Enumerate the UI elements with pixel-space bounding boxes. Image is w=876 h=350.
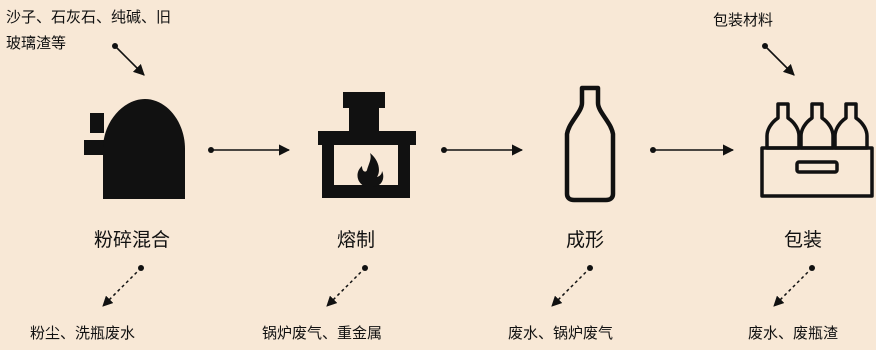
stage-label-forming: 成形	[566, 229, 605, 251]
raw-materials-input-arrow	[112, 43, 145, 76]
flow-arrow-1	[208, 144, 291, 156]
output-label-forming: 废水、锅炉废气	[508, 324, 614, 342]
output-arrow-melting	[326, 265, 368, 307]
flow-arrow-3	[650, 144, 735, 156]
crusher-icon	[84, 99, 185, 199]
packaging-materials-label: 包装材料	[713, 11, 774, 29]
bottle-crate-icon	[760, 102, 874, 198]
output-arrow-packaging	[773, 265, 815, 307]
output-arrow-forming	[551, 265, 593, 307]
output-label-melting: 锅炉废气、重金属	[262, 324, 383, 342]
raw-materials-label-line2: 玻璃渣等	[6, 34, 67, 52]
output-label-packaging: 废水、废瓶渣	[748, 324, 839, 342]
flow-arrow-2	[441, 144, 524, 156]
stage-label-melting: 熔制	[337, 229, 376, 251]
output-arrow-crushing	[102, 265, 144, 307]
output-label-crushing: 粉尘、洗瓶废水	[30, 324, 136, 342]
stage-label-crushing-mixing: 粉碎混合	[94, 229, 171, 251]
furnace-icon	[318, 92, 416, 198]
packaging-materials-input-arrow	[762, 43, 795, 76]
bottle-icon	[564, 85, 616, 203]
raw-materials-label-line1: 沙子、石灰石、纯碱、旧	[6, 8, 172, 26]
stage-label-packaging: 包装	[784, 229, 823, 251]
